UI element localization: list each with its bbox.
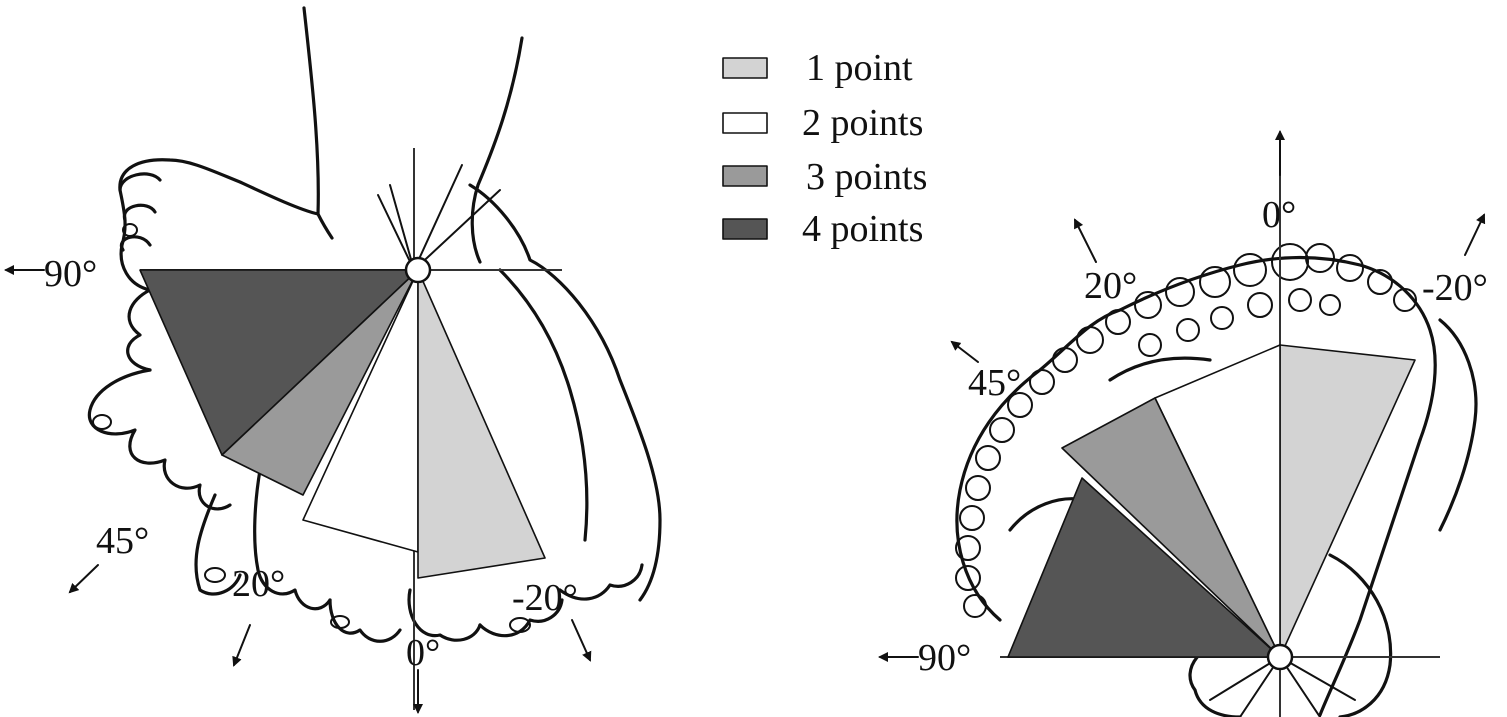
right-label-m20: -20°	[1422, 267, 1488, 309]
legend-label-1-point: 1 point	[806, 47, 913, 89]
legend-item: 4 points	[723, 208, 923, 250]
legend-swatch-1-point	[723, 58, 767, 78]
left-arrow-m20	[572, 620, 590, 660]
right-label-45: 45°	[968, 362, 1021, 404]
legend-item: 3 points	[723, 156, 927, 198]
left-wedge-1-point	[418, 270, 545, 578]
left-arrow-20	[234, 625, 250, 665]
left-ref-line	[414, 190, 500, 270]
legend-item: 2 points	[723, 102, 923, 144]
right-label-90: 90°	[918, 637, 971, 679]
right-diagram: 0° 20° -20° 45° 90°	[880, 132, 1488, 717]
right-label-20: 20°	[1084, 265, 1137, 307]
legend-label-3-points: 3 points	[806, 156, 927, 198]
left-ref-line	[414, 165, 462, 270]
right-arrow-m20	[1465, 215, 1484, 255]
right-pivot	[1268, 645, 1292, 669]
legend-swatch-4-points	[723, 219, 767, 239]
right-label-0: 0°	[1262, 194, 1296, 236]
legend-swatch-3-points	[723, 166, 767, 186]
legend: 1 point 2 points 3 points 4 points	[723, 47, 927, 250]
left-label-45: 45°	[96, 520, 149, 562]
left-diagram: 90° 45° 20° 0° -20°	[6, 8, 660, 712]
legend-swatch-2-points	[723, 113, 767, 133]
legend-label-2-points: 2 points	[802, 102, 923, 144]
right-wedge-1-point	[1280, 345, 1415, 657]
left-arrow-45	[70, 565, 98, 592]
left-label-20: 20°	[232, 563, 285, 605]
legend-item: 1 point	[723, 47, 913, 89]
left-pivot	[406, 258, 430, 282]
legend-label-4-points: 4 points	[802, 208, 923, 250]
right-arrow-45	[952, 342, 978, 362]
left-label-m20: -20°	[512, 577, 578, 619]
right-arrow-20	[1075, 220, 1096, 262]
left-label-90: 90°	[44, 253, 97, 295]
left-label-0: 0°	[406, 632, 440, 674]
